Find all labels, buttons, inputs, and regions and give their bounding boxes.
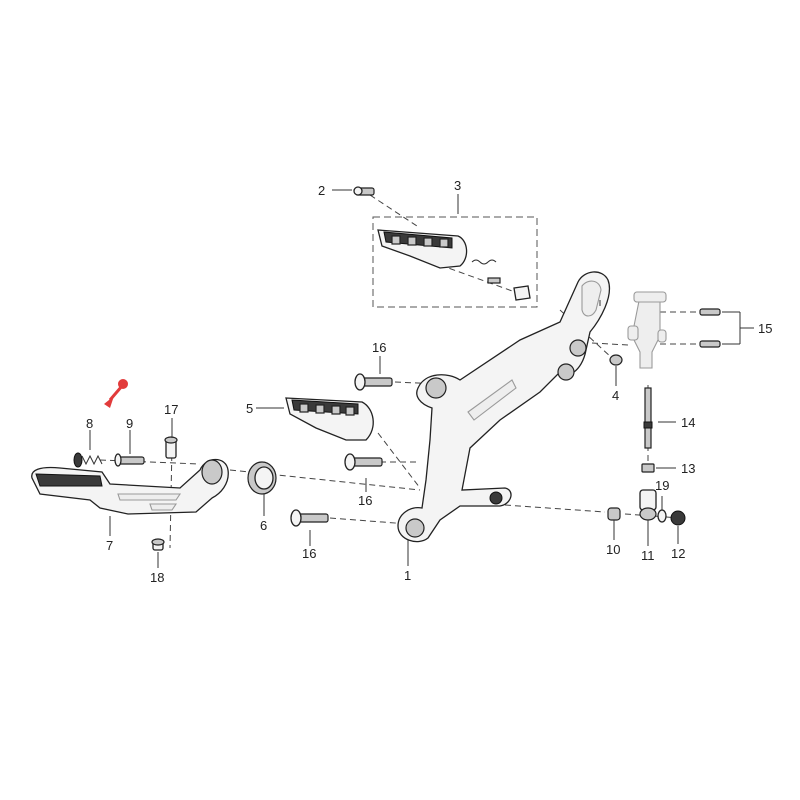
bolt-16-middle <box>344 453 383 471</box>
label-part-13: 13 <box>681 461 695 476</box>
label-part-11: 11 <box>641 548 655 563</box>
label-part-17: 17 <box>164 402 178 417</box>
label-part-16-lower: 16 <box>302 546 316 561</box>
pin-icon <box>104 379 128 408</box>
label-part-4: 4 <box>612 388 619 403</box>
bushing-6 <box>247 461 277 495</box>
nut-10 <box>607 507 621 521</box>
label-part-7: 7 <box>106 538 113 553</box>
upper-footpeg <box>377 229 531 301</box>
label-part-19: 19 <box>655 478 669 493</box>
cap-nut-12 <box>670 510 686 526</box>
bolt-15-upper <box>699 308 721 316</box>
label-part-5: 5 <box>246 401 253 416</box>
label-part-1: 1 <box>404 568 411 583</box>
leader-lines <box>89 189 754 568</box>
bolt-16-lower <box>290 509 329 527</box>
bolt-16-upper <box>354 373 393 391</box>
clevis-11 <box>639 489 657 521</box>
pin-17 <box>164 436 178 459</box>
bolt-15-lower <box>699 340 721 348</box>
label-part-9: 9 <box>126 416 133 431</box>
lower-footpeg <box>285 397 374 441</box>
washer-19 <box>657 509 667 523</box>
label-part-2: 2 <box>318 183 325 198</box>
label-part-6: 6 <box>260 518 267 533</box>
pin-18 <box>151 538 165 551</box>
master-cylinder <box>627 291 667 369</box>
nut-4 <box>609 354 623 366</box>
label-part-12: 12 <box>671 546 685 561</box>
push-rod-14 <box>643 387 653 449</box>
nut-13 <box>641 463 655 473</box>
label-part-8: 8 <box>86 416 93 431</box>
label-part-10: 10 <box>606 542 620 557</box>
bolt-2 <box>353 186 375 196</box>
main-bracket <box>397 271 611 543</box>
bolt-9 <box>114 453 145 467</box>
label-part-18: 18 <box>150 570 164 585</box>
label-part-16-middle: 16 <box>358 493 372 508</box>
label-part-15: 15 <box>758 321 772 336</box>
spring-8 <box>73 452 103 468</box>
brake-pedal <box>31 458 229 515</box>
assembly-box-3 <box>372 216 538 308</box>
label-part-16-upper: 16 <box>372 340 386 355</box>
label-part-3: 3 <box>454 178 461 193</box>
label-part-14: 14 <box>681 415 695 430</box>
